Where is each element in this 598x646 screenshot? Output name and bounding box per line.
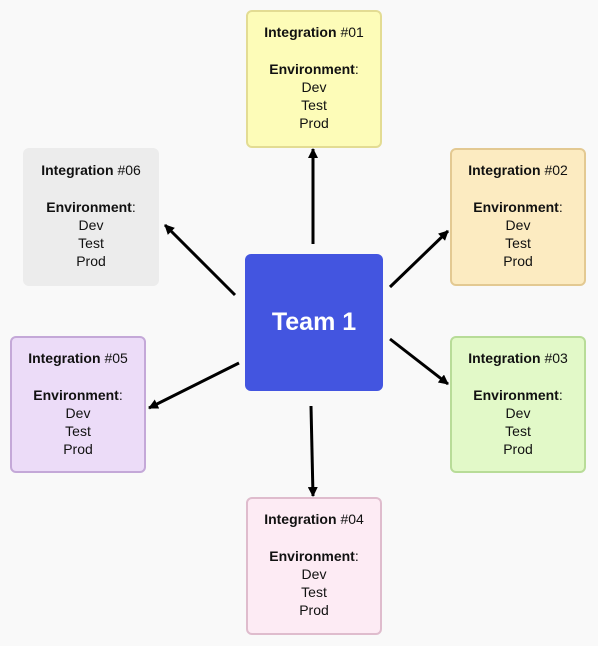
team-hub-label: Team 1 bbox=[271, 308, 357, 336]
integration-title-number: #06 bbox=[117, 162, 141, 178]
integration-title-number: #05 bbox=[104, 350, 128, 366]
integration-box-02: Integration #02 Environment: Dev Test Pr… bbox=[450, 148, 586, 286]
environment-prod: Prod bbox=[503, 441, 533, 457]
environment-dev: Dev bbox=[505, 405, 531, 421]
integration-box-06: Integration #06 Environment: Dev Test Pr… bbox=[23, 148, 159, 286]
integration-title-key: Integration bbox=[41, 162, 114, 178]
environment-dev: Dev bbox=[78, 217, 104, 233]
environment-dev: Dev bbox=[505, 217, 531, 233]
environment-dev: Dev bbox=[301, 566, 327, 582]
environment-label: Environment bbox=[269, 61, 355, 77]
environment-prod: Prod bbox=[76, 253, 106, 269]
arrow-to-integration-06 bbox=[163, 223, 237, 297]
environment-test: Test bbox=[78, 235, 104, 251]
integration-title-key: Integration bbox=[264, 24, 337, 40]
environment-label: Environment bbox=[473, 387, 559, 403]
environment-dev: Dev bbox=[301, 79, 327, 95]
environment-label: Environment bbox=[46, 199, 132, 215]
environment-test: Test bbox=[505, 423, 531, 439]
integration-title-key: Integration bbox=[264, 511, 337, 527]
arrow-to-integration-04 bbox=[307, 405, 318, 497]
integration-title-key: Integration bbox=[468, 350, 541, 366]
team-hub-box: Team 1 bbox=[245, 254, 383, 391]
arrow-to-integration-05 bbox=[148, 361, 240, 410]
integration-box-03: Integration #03 Environment: Dev Test Pr… bbox=[450, 336, 586, 473]
integration-title-number: #01 bbox=[340, 24, 364, 40]
integration-title-number: #03 bbox=[544, 350, 568, 366]
integration-title-number: #04 bbox=[340, 511, 364, 527]
integration-title-key: Integration bbox=[28, 350, 101, 366]
arrow-to-integration-03 bbox=[389, 337, 449, 386]
environment-prod: Prod bbox=[299, 115, 329, 131]
environment-test: Test bbox=[505, 235, 531, 251]
environment-test: Test bbox=[301, 584, 327, 600]
integration-box-01: Integration #01 Environment: Dev Test Pr… bbox=[246, 10, 382, 148]
environment-prod: Prod bbox=[63, 441, 93, 457]
environment-prod: Prod bbox=[503, 253, 533, 269]
integration-box-05: Integration #05 Environment: Dev Test Pr… bbox=[10, 336, 146, 473]
integration-title-number: #02 bbox=[544, 162, 568, 178]
environment-dev: Dev bbox=[65, 405, 91, 421]
environment-label: Environment bbox=[33, 387, 119, 403]
integration-title-key: Integration bbox=[468, 162, 541, 178]
environment-label: Environment bbox=[269, 548, 355, 564]
arrow-to-integration-02 bbox=[388, 229, 450, 289]
integration-box-04: Integration #04 Environment: Dev Test Pr… bbox=[246, 497, 382, 635]
environment-test: Test bbox=[301, 97, 327, 113]
environment-test: Test bbox=[65, 423, 91, 439]
environment-label: Environment bbox=[473, 199, 559, 215]
environment-prod: Prod bbox=[299, 602, 329, 618]
